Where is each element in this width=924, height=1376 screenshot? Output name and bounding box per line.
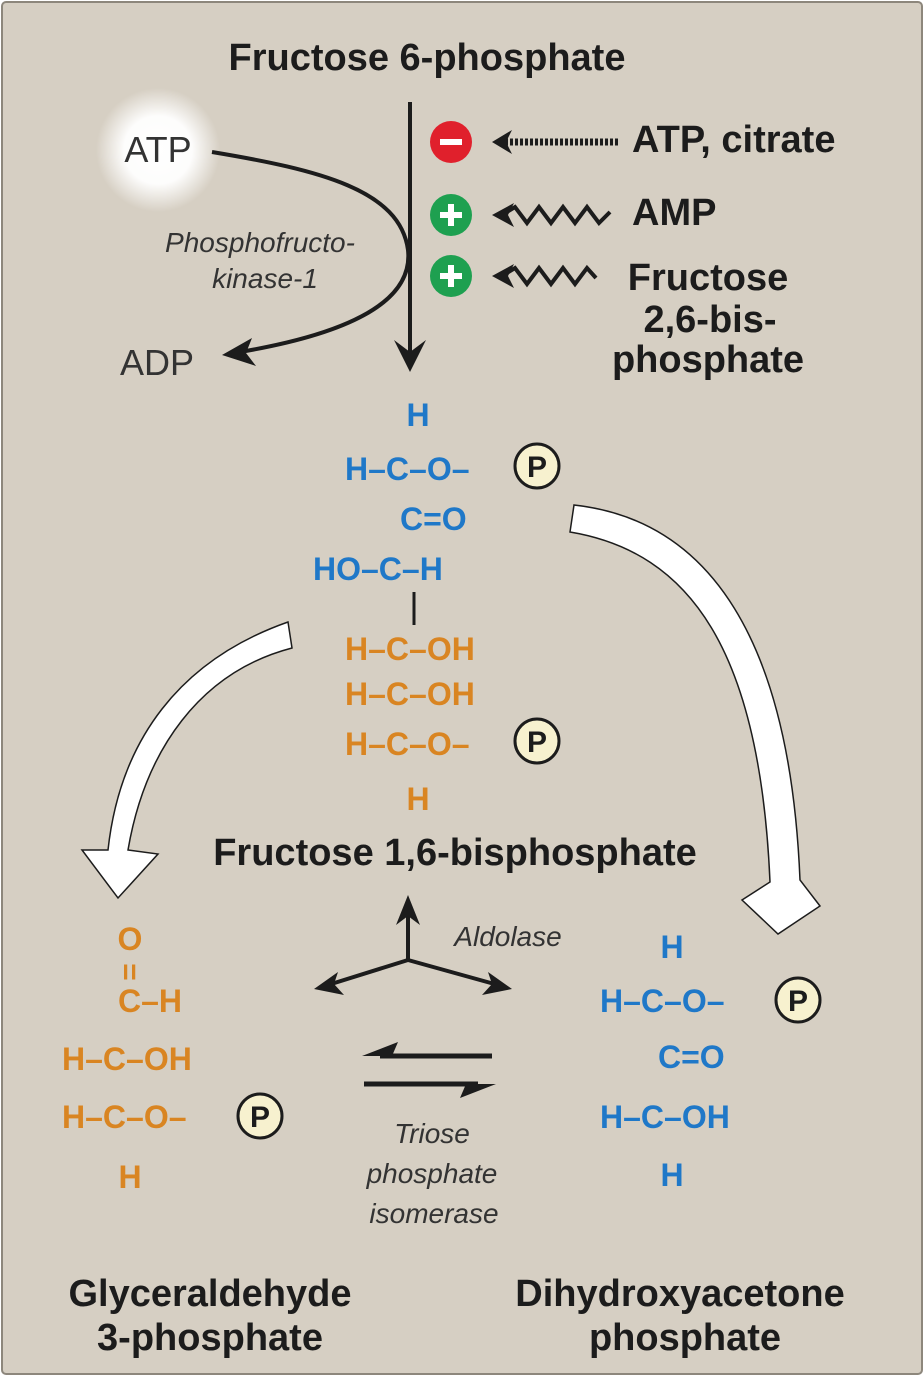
dhap-row2: H–C–O– <box>600 983 725 1019</box>
dhap-row4: H–C–OH <box>600 1099 730 1135</box>
f16bp-phosphate-top-icon <box>513 442 561 490</box>
dhap-phosphate: P <box>788 985 808 1018</box>
f16bp-row5: H–C–OH <box>345 631 475 667</box>
g3p-phosphate: P <box>250 1101 270 1134</box>
amp-squiggle-arrow <box>500 203 612 227</box>
dhap-row3: C=O <box>658 1039 725 1075</box>
f16bp-structure: H H–C–O– P C=O HO–C–H H–C–OH H–C–OH H–C–… <box>313 397 561 817</box>
f16bp-row1: H <box>406 397 429 433</box>
f16bp-phosphate-bottom-icon <box>513 717 561 765</box>
plus-v-1 <box>448 204 454 226</box>
f26bp-label-line2: 2,6-bis- <box>643 299 776 341</box>
g3p-name-line2: 3-phosphate <box>97 1317 323 1359</box>
atp-glow <box>96 88 220 212</box>
dhap-name-line2: phosphate <box>589 1317 781 1359</box>
f26bp-arrow-head <box>492 264 514 288</box>
f16bp-row2: H–C–O– <box>345 451 470 487</box>
f26bp-label-line3: phosphate <box>612 339 804 381</box>
dhap-name-line1: Dihydroxyacetone <box>515 1273 844 1315</box>
isomerase-line2: phosphate <box>366 1158 498 1189</box>
isomerase-line3: isomerase <box>369 1198 498 1229</box>
f16bp-row8: H <box>406 781 429 817</box>
isomerase-equilibrium-arrows <box>362 1042 496 1098</box>
f26bp-label-line1: Fructose <box>628 257 788 299</box>
amp-arrow-head <box>492 203 514 227</box>
g3p-name-line1: Glyceraldehyde <box>68 1273 351 1315</box>
g3p-row5: H–C–O– <box>62 1099 187 1135</box>
atp-to-adp-curve <box>211 150 411 354</box>
atp-cosubstrate: ATP <box>124 129 191 170</box>
pfk-main-arrow-head <box>394 340 426 372</box>
aldolase-label: Aldolase <box>452 921 561 952</box>
g3p-row2: = <box>113 963 146 981</box>
aldolase-arrows <box>314 895 512 995</box>
right-white-curved-arrow <box>569 504 822 935</box>
dhap-structure: H H–C–O– P C=O H–C–OH H <box>600 929 822 1193</box>
g3p-row4: H–C–OH <box>62 1041 192 1077</box>
minus-bar <box>440 139 462 145</box>
adp-coproduct: ADP <box>120 342 194 383</box>
pfk-enzyme-line2: kinase-1 <box>212 263 318 294</box>
inhibitor-label: ATP, citrate <box>632 119 835 161</box>
f16bp-row6: H–C–OH <box>345 676 475 712</box>
f16bp-phosphate-top: P <box>527 451 547 484</box>
dhap-row5: H <box>660 1157 683 1193</box>
amp-label: AMP <box>632 192 716 234</box>
f16bp-row3: C=O <box>400 501 467 537</box>
f16bp-name: Fructose 1,6-bisphosphate <box>213 832 697 874</box>
inhibitor-arrow-head <box>492 130 512 154</box>
substrate-label: Fructose 6-phosphate <box>229 37 626 79</box>
isomerase-line1: Triose <box>394 1118 470 1149</box>
f16bp-phosphate-bottom: P <box>527 726 547 759</box>
g3p-row1: O <box>118 921 143 957</box>
left-white-curved-arrow <box>80 620 293 900</box>
g3p-phosphate-icon <box>236 1092 284 1140</box>
f16bp-row7: H–C–O– <box>345 726 470 762</box>
f16bp-row4: HO–C–H <box>313 551 443 587</box>
g3p-row3: C–H <box>118 983 182 1019</box>
dhap-phosphate-icon <box>774 976 822 1024</box>
pfk-enzyme-line1: Phosphofructo- <box>165 227 355 258</box>
g3p-structure: O = C–H H–C–OH H–C–O– P H <box>62 921 284 1195</box>
f26bp-squiggle-arrow <box>500 264 598 288</box>
dhap-row1: H <box>660 929 683 965</box>
g3p-row6: H <box>118 1159 141 1195</box>
adp-arrow-head <box>222 338 256 366</box>
plus-v-2 <box>448 265 454 287</box>
